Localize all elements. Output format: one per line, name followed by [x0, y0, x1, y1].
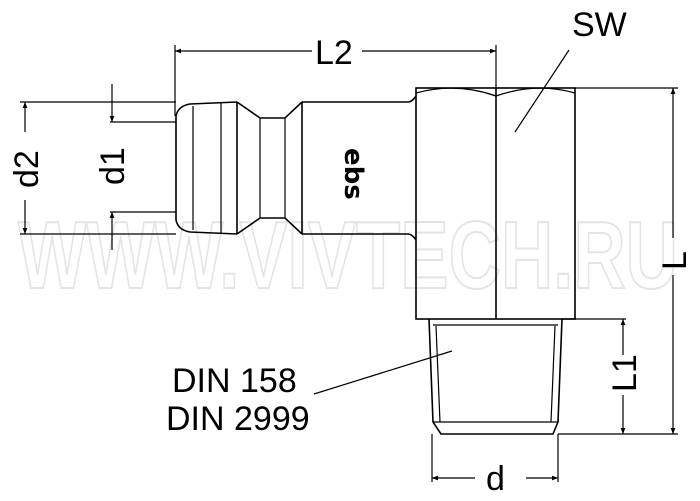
dim-label-l2: L2: [315, 34, 353, 72]
dim-label-d1: d1: [94, 147, 132, 185]
thread-end: [428, 318, 563, 435]
dim-label-sw: SW: [572, 6, 627, 44]
ebs-logo: ebs: [338, 148, 368, 200]
sw-leader: [514, 49, 570, 133]
dim-label-d2: d2: [8, 150, 46, 188]
dim-label-l: L: [656, 251, 694, 270]
dim-label-d: d: [486, 460, 505, 498]
dim-label-l1: L1: [606, 354, 644, 392]
din-note-2: DIN 2999: [166, 400, 310, 438]
din-leader: [313, 350, 453, 395]
plug-nipple: [175, 95, 417, 241]
din-note-1: DIN 158: [172, 362, 297, 400]
watermark: WWW.VIVTECH.RU: [18, 202, 678, 309]
